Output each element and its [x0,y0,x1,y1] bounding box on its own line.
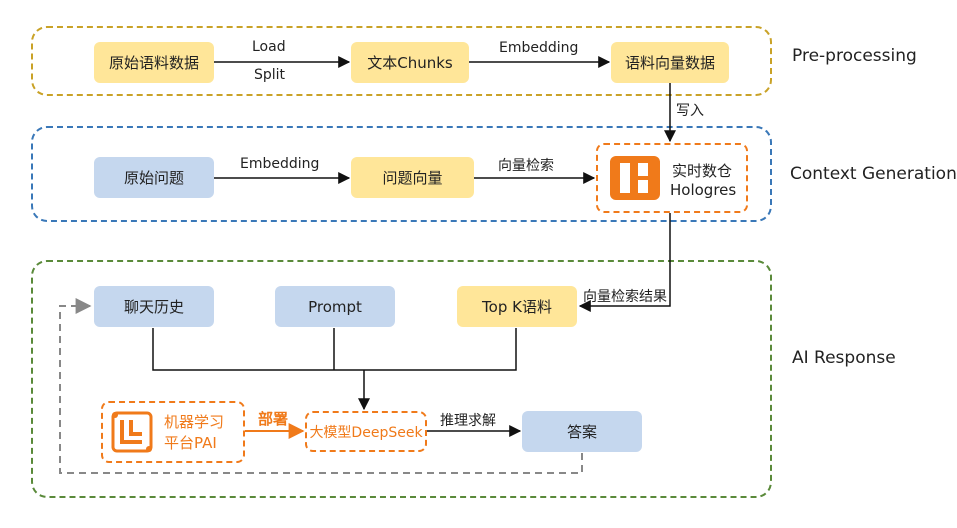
node-question-vector: 问题向量 [351,157,474,198]
edge-label-embedding-1: Embedding [499,40,579,56]
node-chat-history: 聊天历史 [94,286,214,327]
node-deepseek: 大模型DeepSeek [305,411,427,452]
hologres-logo-icon [610,156,660,200]
ai-response-region [31,260,772,498]
edge-label-deploy: 部署 [258,410,289,428]
node-topk-corpus: Top K语料 [457,286,577,327]
node-text-chunks: 文本Chunks [351,42,469,83]
edge-label-embedding-2: Embedding [240,156,320,172]
hologres-label-line1: 实时数仓 [672,162,733,180]
hologres-label-line2: Hologres [670,181,737,199]
node-pai [101,401,245,463]
edge-label-reasoning: 推理求解 [440,413,496,429]
preprocessing-region [31,26,772,96]
section-label-preprocessing: Pre-processing [792,46,917,66]
edge-label-load: Load [252,39,286,55]
section-label-ai: AI Response [792,348,896,368]
node-corpus-vectors: 语料向量数据 [611,42,729,83]
edge-chathistory-merge [152,328,364,371]
edge-label-write: 写入 [676,103,704,119]
context-generation-region [31,126,772,222]
edge-answer-feedback [59,298,583,474]
node-prompt: Prompt [275,286,395,327]
pai-label-line2: 平台PAI [164,434,217,452]
edge-hologres-to-topk [578,213,671,312]
node-raw-corpus: 原始语料数据 [94,42,214,83]
edge-topk-merge [364,328,517,371]
section-label-context: Context Generation [790,164,957,184]
edge-label-vector-search: 向量检索 [498,158,554,174]
pai-label-line1: 机器学习 [164,413,225,431]
node-raw-question: 原始问题 [94,157,214,198]
node-hologres [596,143,748,213]
node-answer: 答案 [522,411,642,452]
edge-label-split: Split [254,67,286,83]
pai-logo-icon [111,411,153,453]
edge-label-vector-search-result: 向量检索结果 [583,289,667,305]
